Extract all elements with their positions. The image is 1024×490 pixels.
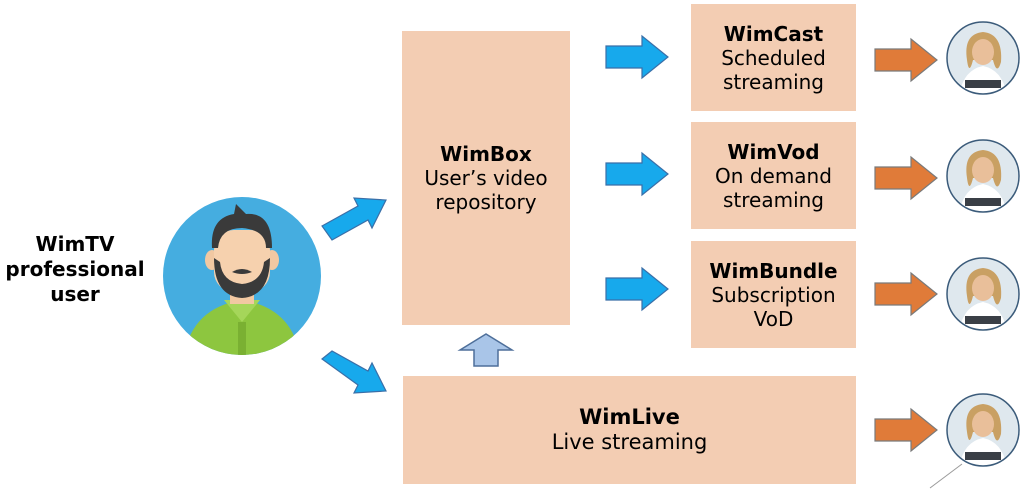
wimbox-title: WimBox (440, 142, 532, 166)
user-label: WimTV professional user (0, 232, 150, 307)
viewer-avatar-1 (946, 21, 1020, 95)
arrow-wimbox-to-wimcast (605, 34, 669, 80)
wimlive-title: WimLive (579, 404, 680, 429)
wimvod-line-1: On demand (715, 163, 832, 188)
arrow-wimbox-to-wimbundle (605, 266, 669, 312)
wimvod-box: WimVod On demand streaming (691, 122, 856, 229)
wimbundle-line-2: VoD (753, 306, 794, 331)
arrow-user-to-wimbox (321, 197, 387, 241)
arrow-wimlive-to-wimbox (457, 333, 515, 367)
wimcast-box: WimCast Scheduled streaming (691, 4, 856, 111)
user-label-line-3: user (50, 282, 100, 306)
wimcast-line-2: streaming (722, 69, 824, 94)
wimcast-title: WimCast (723, 21, 824, 46)
user-label-line-2: professional (5, 257, 145, 281)
wimbox-box: WimBox User’s video repository (402, 31, 570, 325)
arrow-wimlive-to-viewer (874, 407, 938, 453)
wimcast-line-1: Scheduled (721, 45, 826, 70)
viewer-avatar-2 (946, 139, 1020, 213)
wimbundle-box: WimBundle Subscription VoD (691, 241, 856, 348)
wimvod-line-2: streaming (722, 187, 824, 212)
arrow-wimcast-to-viewer (874, 37, 938, 83)
viewer-avatar-3 (946, 257, 1020, 331)
arrow-wimvod-to-viewer (874, 155, 938, 201)
arrow-wimbox-to-wimvod (605, 151, 669, 197)
wimbundle-title: WimBundle (709, 258, 838, 283)
user-label-line-1: WimTV (35, 232, 115, 256)
arrow-wimbundle-to-viewer (874, 271, 938, 317)
arrow-user-to-wimlive (321, 350, 387, 394)
viewer-avatar-4 (946, 393, 1020, 467)
wimvod-title: WimVod (727, 139, 820, 164)
wimbox-line-1: User’s video (424, 166, 548, 190)
wimlive-box: WimLive Live streaming (403, 376, 856, 484)
wimbundle-line-1: Subscription (711, 282, 836, 307)
pointer-line (929, 463, 963, 489)
wimlive-line-1: Live streaming (551, 430, 708, 454)
professional-user-avatar (163, 197, 321, 355)
wimbox-line-2: repository (435, 190, 537, 214)
